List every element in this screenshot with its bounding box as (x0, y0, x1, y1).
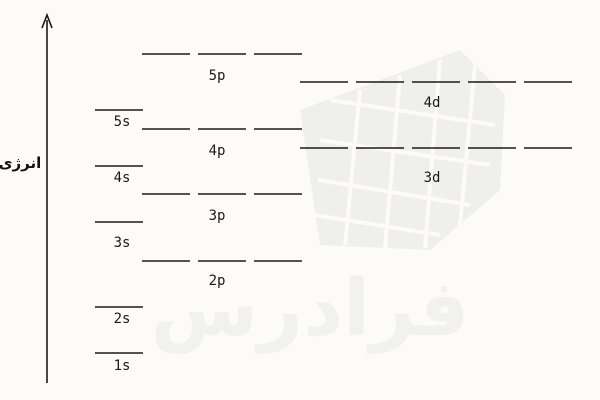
watermark-logo: فرادرس (151, 50, 505, 354)
label-3s: 3s (114, 235, 131, 251)
label-5p: 5p (209, 68, 226, 84)
label-2s: 2s (114, 311, 131, 327)
p-orbitals: 2p 3p 4p 5p (142, 53, 302, 289)
label-4d: 4d (424, 95, 441, 111)
axis-arrowhead-icon (41, 12, 53, 29)
label-4p: 4p (209, 143, 226, 159)
label-2p: 2p (209, 273, 226, 289)
label-4s: 4s (114, 170, 131, 186)
label-3d: 3d (424, 170, 441, 186)
energy-axis (41, 12, 53, 383)
d-orbitals: 3d 4d (300, 81, 572, 186)
label-1s: 1s (114, 358, 131, 374)
label-3p: 3p (209, 208, 226, 224)
label-5s: 5s (114, 114, 131, 130)
watermark-text: فرادرس (151, 264, 470, 354)
energy-axis-label: انرژی (0, 154, 41, 172)
s-orbitals: 1s 2s 3s 4s 5s (95, 109, 143, 374)
